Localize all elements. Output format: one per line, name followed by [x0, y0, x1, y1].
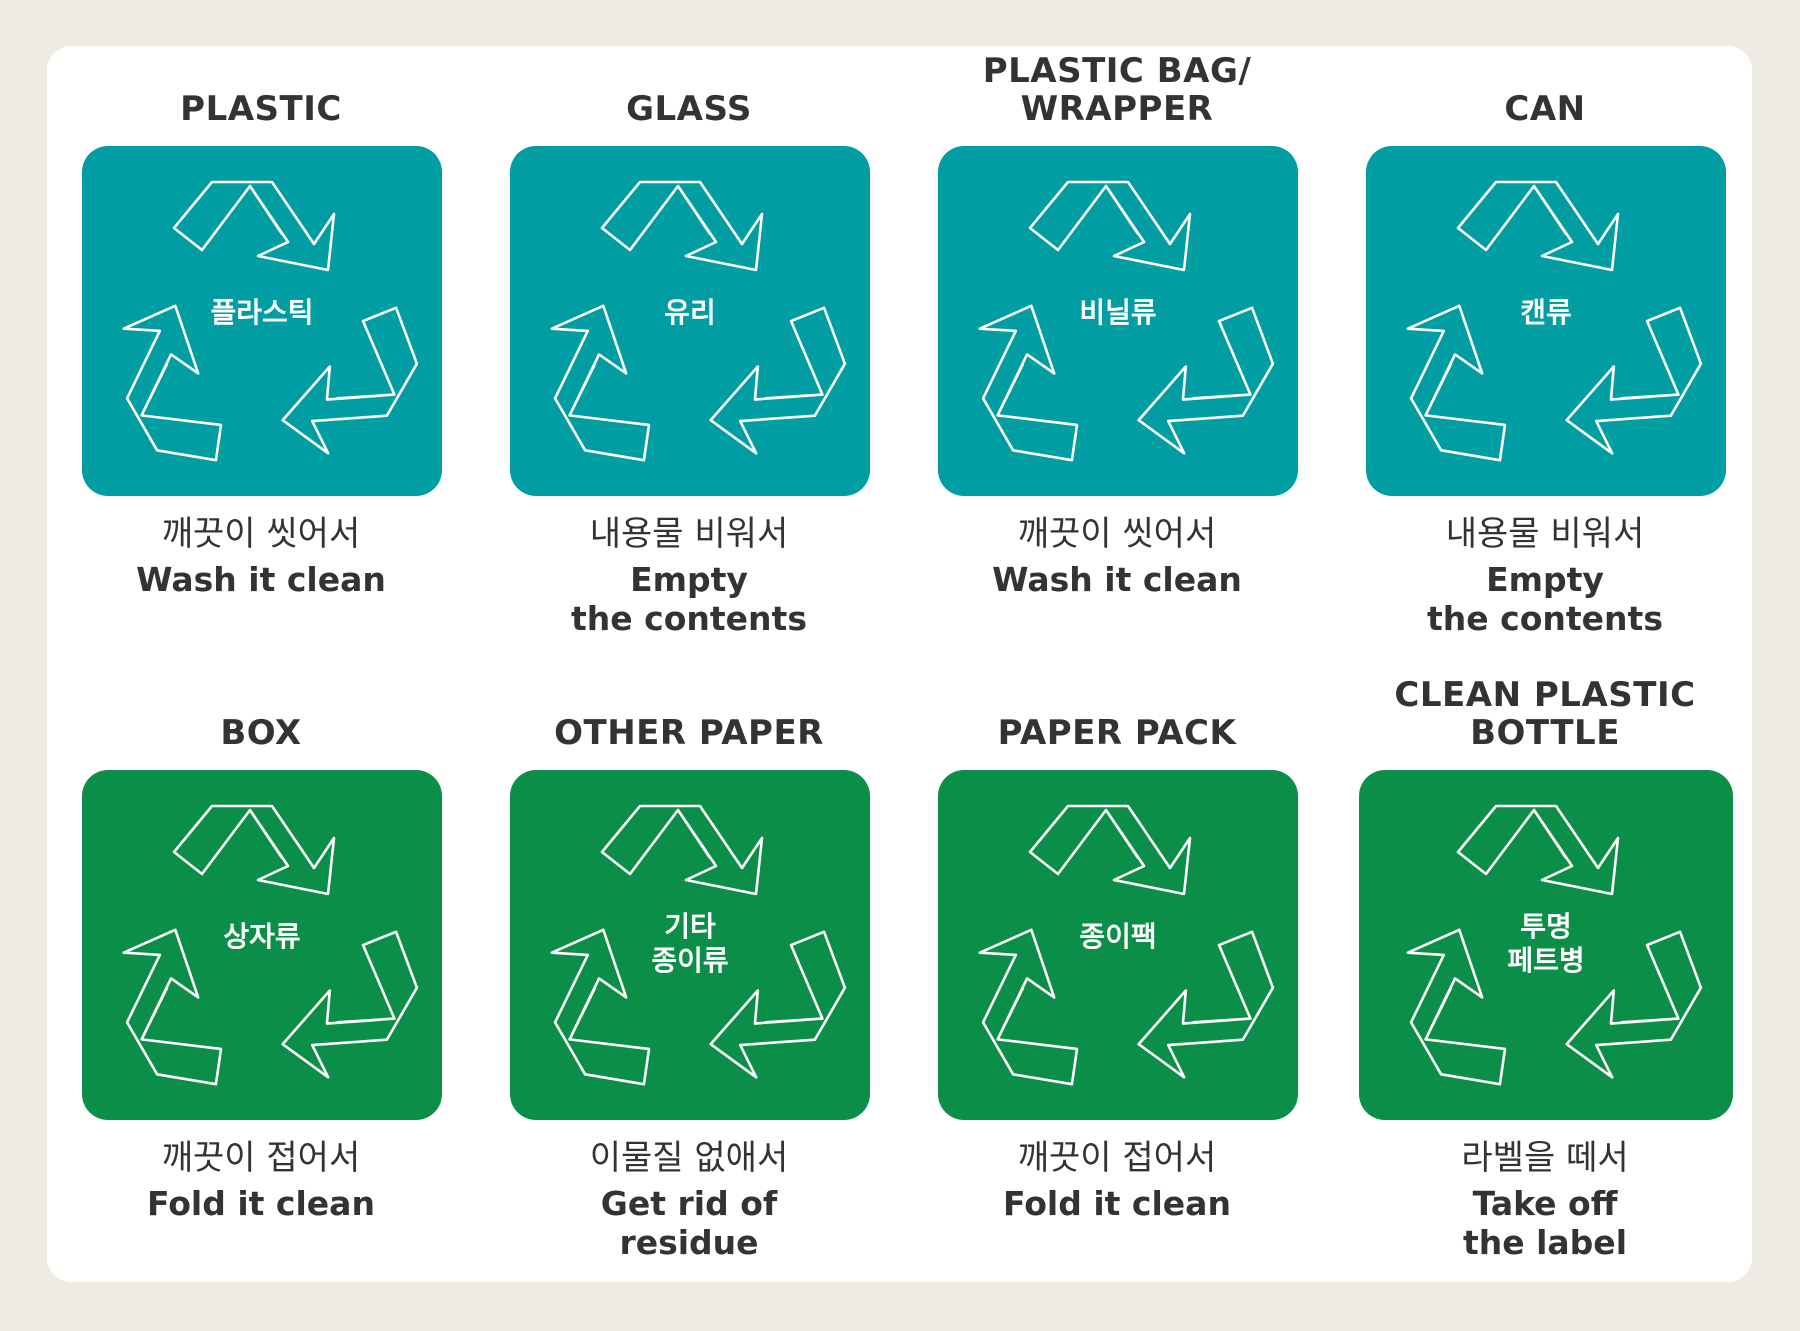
- recycle-arrow: [1456, 804, 1620, 896]
- recycle-arrow: [978, 304, 1079, 462]
- card-title: PLASTIC: [180, 89, 342, 129]
- recycle-arrow: [1565, 930, 1703, 1079]
- instruction-korean: 깨끗이 씻어서: [1017, 514, 1217, 554]
- recycle-tile: 종이팩: [938, 770, 1298, 1120]
- recycle-icon: [978, 180, 1275, 462]
- recycle-arrow: [600, 804, 764, 896]
- recycle-tile: 유리: [510, 146, 870, 496]
- recycle-arrow: [1456, 180, 1620, 272]
- recycle-icon: [1406, 804, 1703, 1086]
- recycle-tile: 기타 종이류: [510, 770, 870, 1120]
- card-title: PAPER PACK: [997, 713, 1237, 753]
- tile-label: 종이팩: [1079, 920, 1157, 953]
- recycle-arrow: [709, 306, 847, 455]
- instruction-english: Get rid of residue: [600, 1184, 778, 1262]
- card-can: CAN 캔류 내용물 비워서 Empty the contents: [1331, 46, 1759, 666]
- recycle-arrow: [550, 304, 651, 462]
- tile-label: 캔류: [1520, 296, 1572, 329]
- instruction-english: Take off the label: [1462, 1184, 1628, 1262]
- recycle-tile: 캔류: [1366, 146, 1726, 496]
- recycle-icon: [1406, 180, 1703, 462]
- instruction-english: Empty the contents: [1427, 560, 1663, 638]
- instruction-english: Wash it clean: [136, 560, 386, 599]
- instruction-korean: 깨끗이 접어서: [161, 1138, 361, 1178]
- instruction-korean: 내용물 비워서: [1445, 514, 1645, 554]
- recycle-icon: [122, 804, 419, 1086]
- instruction-english: Empty the contents: [571, 560, 807, 638]
- recycle-arrow: [1565, 306, 1703, 455]
- card-clean-plastic-bottle: CLEAN PLASTIC BOTTLE 투명 페트병 라벨을 떼서 Take …: [1331, 670, 1759, 1290]
- recycle-icon: [550, 804, 847, 1086]
- recycle-icon: [550, 180, 847, 462]
- recycle-arrow: [600, 180, 764, 272]
- instruction-korean: 깨끗이 접어서: [1017, 1138, 1217, 1178]
- recycle-arrow: [172, 804, 336, 896]
- recycle-arrow: [122, 928, 223, 1086]
- recycle-arrow: [978, 928, 1079, 1086]
- recycle-arrow: [1028, 804, 1192, 896]
- instruction-korean: 이물질 없애서: [589, 1138, 789, 1178]
- instruction-english: Fold it clean: [1003, 1184, 1231, 1223]
- recycle-icon: [122, 180, 419, 462]
- recycle-tile: 투명 페트병: [1359, 770, 1733, 1120]
- card-glass: GLASS 유리 내용물 비워서 Empty the contents: [475, 46, 903, 666]
- card-paper-pack: PAPER PACK 종이팩 깨끗이 접어서 Fold it clean: [903, 670, 1331, 1290]
- instruction-korean: 내용물 비워서: [589, 514, 789, 554]
- card-title: GLASS: [626, 89, 752, 129]
- tile-label: 상자류: [223, 920, 301, 953]
- recycle-arrow: [1137, 306, 1275, 455]
- card-plastic-bag: PLASTIC BAG/ WRAPPER 비닐류 깨끗이 씻어서 Wash it…: [903, 46, 1331, 666]
- card-title: OTHER PAPER: [554, 713, 824, 753]
- recycle-tile: 상자류: [82, 770, 442, 1120]
- recycle-tile: 플라스틱: [82, 146, 442, 496]
- recycle-arrow: [281, 930, 419, 1079]
- recycle-arrow: [281, 306, 419, 455]
- recycle-arrow: [709, 930, 847, 1079]
- tile-label: 플라스틱: [210, 296, 314, 329]
- recycle-tile: 비닐류: [938, 146, 1298, 496]
- card-box: BOX 상자류 깨끗이 접어서 Fold it clean: [47, 670, 475, 1290]
- instruction-english: Fold it clean: [147, 1184, 375, 1223]
- recycle-arrow: [1406, 928, 1507, 1086]
- recycle-arrow: [172, 180, 336, 272]
- recycle-icon: [978, 804, 1275, 1086]
- tile-label: 유리: [664, 296, 716, 329]
- card-title: PLASTIC BAG/ WRAPPER: [982, 51, 1252, 129]
- tile-label: 비닐류: [1079, 296, 1157, 329]
- card-other-paper: OTHER PAPER 기타 종이류 이물질 없애서 Get rid of re…: [475, 670, 903, 1290]
- instruction-english: Wash it clean: [992, 560, 1242, 599]
- tile-label: 투명 페트병: [1507, 910, 1585, 977]
- card-title: CAN: [1504, 89, 1586, 129]
- instruction-korean: 라벨을 떼서: [1461, 1138, 1629, 1178]
- card-title: CLEAN PLASTIC BOTTLE: [1394, 675, 1696, 753]
- card-title: BOX: [220, 713, 302, 753]
- recycle-arrow: [550, 928, 651, 1086]
- recycle-arrow: [1406, 304, 1507, 462]
- tile-label: 기타 종이류: [651, 910, 729, 977]
- instruction-korean: 깨끗이 씻어서: [161, 514, 361, 554]
- recycle-arrow: [1137, 930, 1275, 1079]
- recycle-arrow: [1028, 180, 1192, 272]
- card-plastic: PLASTIC 플라스틱 깨끗이 씻어서 Wash it clean: [47, 46, 475, 666]
- recycle-arrow: [122, 304, 223, 462]
